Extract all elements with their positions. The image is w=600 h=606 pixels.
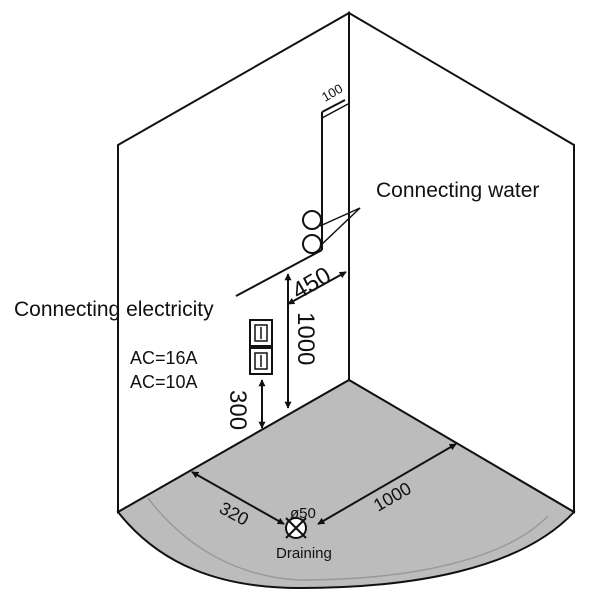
tray-width-arrow — [317, 443, 457, 525]
socket-10a — [249, 347, 273, 375]
water-valve-lower — [302, 234, 322, 254]
water-offset-baseline — [235, 249, 323, 297]
socket-height-dim: 300 — [224, 390, 251, 430]
ac-10a-label: AC=10A — [130, 372, 198, 392]
water-pipe-top — [321, 99, 346, 113]
connecting-electricity-label: Connecting electricity — [14, 298, 214, 321]
draining-label: Draining — [276, 545, 332, 562]
water-leader-2 — [319, 207, 361, 247]
water-leader-1 — [319, 207, 361, 227]
socket-16a — [249, 319, 273, 347]
water-valve-upper — [302, 210, 322, 230]
water-offset-arrow — [287, 271, 347, 305]
connecting-water-label: Connecting water — [376, 179, 539, 202]
ac-16a-label: AC=16A — [130, 348, 198, 368]
pipe-spacing-dim-line — [321, 103, 349, 119]
drain-icon — [285, 517, 307, 539]
water-height-dim: 1000 — [292, 312, 319, 365]
drain-offset-arrow — [191, 471, 285, 525]
shower-tray-rim — [147, 497, 549, 581]
drain-diameter-label: ø50 — [290, 505, 316, 522]
